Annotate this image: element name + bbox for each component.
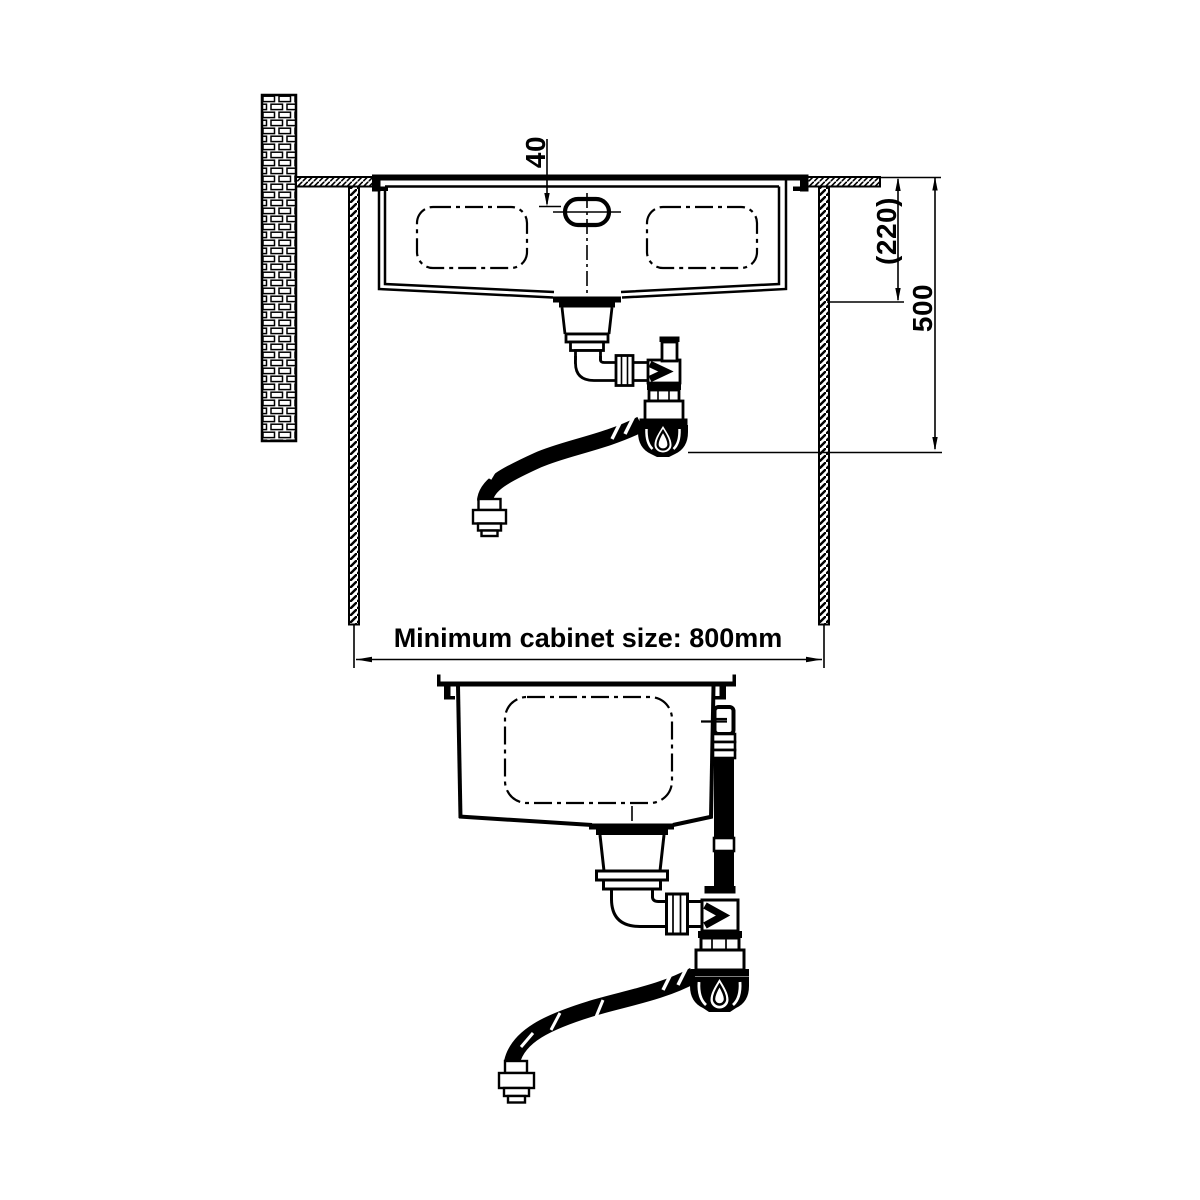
strainer-basket-front	[589, 823, 674, 901]
cabinet-size-caption: Minimum cabinet size: 800mm	[394, 623, 783, 653]
sink-basin	[377, 180, 788, 299]
sink-rim-front	[437, 674, 736, 700]
flexible-hose-side	[471, 415, 645, 538]
bottle-trap	[638, 384, 688, 457]
wall-masonry	[260, 93, 298, 443]
dim-label-40: 40	[520, 136, 551, 168]
tap-hole	[553, 193, 621, 316]
sink-rim	[372, 174, 809, 192]
drain-assembly-front	[497, 823, 749, 1104]
cabinet-side-panels	[348, 185, 830, 626]
drain-elbow-pipe	[574, 354, 649, 387]
dim-label-500: 500	[907, 284, 938, 332]
dimension-tap-hole-offset: 40	[520, 136, 561, 208]
drain-elbow-pipe-front	[610, 891, 702, 936]
dimension-drain-clearance: 500	[688, 177, 942, 454]
strainer-basket	[553, 296, 621, 364]
sink-basin-front	[456, 685, 716, 827]
bowl-phantom-outline-front	[503, 695, 674, 805]
drain-tee	[646, 336, 682, 385]
drain-assembly-side	[471, 296, 688, 538]
front-section-view	[437, 674, 749, 1104]
bottle-trap-front	[690, 931, 749, 1012]
dimension-bowl-depth: (220)	[827, 177, 904, 303]
cabinet-width-dimension: Minimum cabinet size: 800mm	[353, 623, 825, 668]
side-section-view: 40 (220) 500	[260, 93, 942, 668]
drain-tee-front	[700, 898, 740, 933]
dim-label-220: (220)	[871, 197, 902, 265]
overflow-hose	[701, 705, 737, 894]
bowl-phantom-outlines	[415, 205, 759, 270]
flexible-hose-front	[497, 966, 698, 1104]
